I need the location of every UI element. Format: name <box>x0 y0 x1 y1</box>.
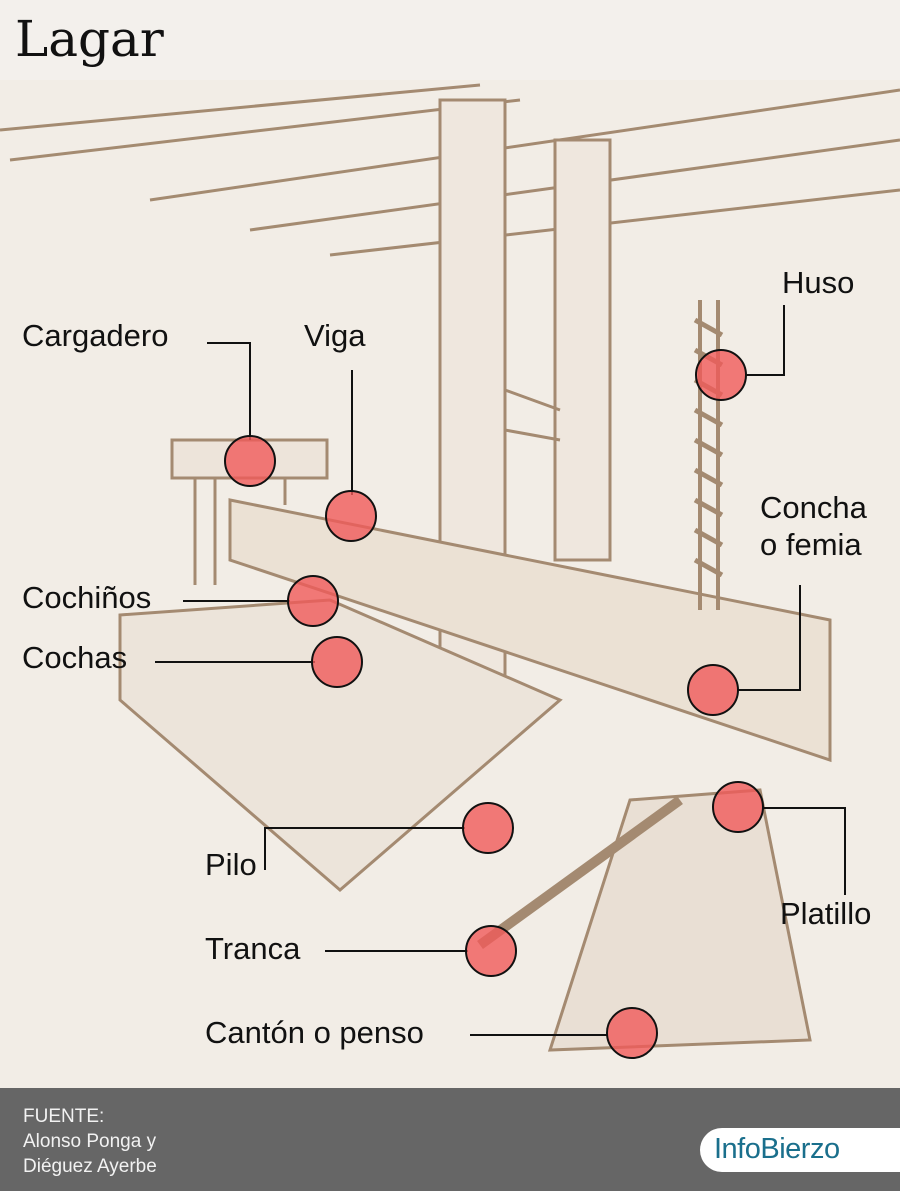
marker-viga <box>325 490 377 542</box>
label-concha-2: o femia <box>760 527 862 562</box>
label-platillo: Platillo <box>780 896 872 931</box>
marker-tranca <box>465 925 517 977</box>
marker-huso <box>695 349 747 401</box>
label-canton: Cantón o penso <box>205 1015 424 1050</box>
press-illustration <box>0 80 900 1088</box>
marker-cochas <box>311 636 363 688</box>
label-cochinos: Cochiños <box>22 580 152 615</box>
label-viga: Viga <box>304 318 366 353</box>
marker-platillo <box>712 781 764 833</box>
source-line-2: Diéguez Ayerbe <box>23 1156 157 1177</box>
label-cochas: Cochas <box>22 640 128 675</box>
label-pilo: Pilo <box>205 847 257 882</box>
marker-canton <box>606 1007 658 1059</box>
marker-concha <box>687 664 739 716</box>
header: Lagar <box>0 0 900 80</box>
label-concha-1: Concha <box>760 490 867 525</box>
label-huso: Huso <box>782 265 855 300</box>
marker-cochinos <box>287 575 339 627</box>
label-cargadero: Cargadero <box>22 318 169 353</box>
logo-text: InfoBierzo <box>714 1133 840 1165</box>
infobierzo-logo: InfoBierzo <box>700 1128 900 1172</box>
marker-cargadero <box>224 435 276 487</box>
source-line-1: Alonso Ponga y <box>23 1131 157 1152</box>
marker-pilo <box>462 802 514 854</box>
page-title: Lagar <box>15 10 164 68</box>
label-tranca: Tranca <box>205 931 301 966</box>
source-label: FUENTE: <box>23 1106 105 1127</box>
